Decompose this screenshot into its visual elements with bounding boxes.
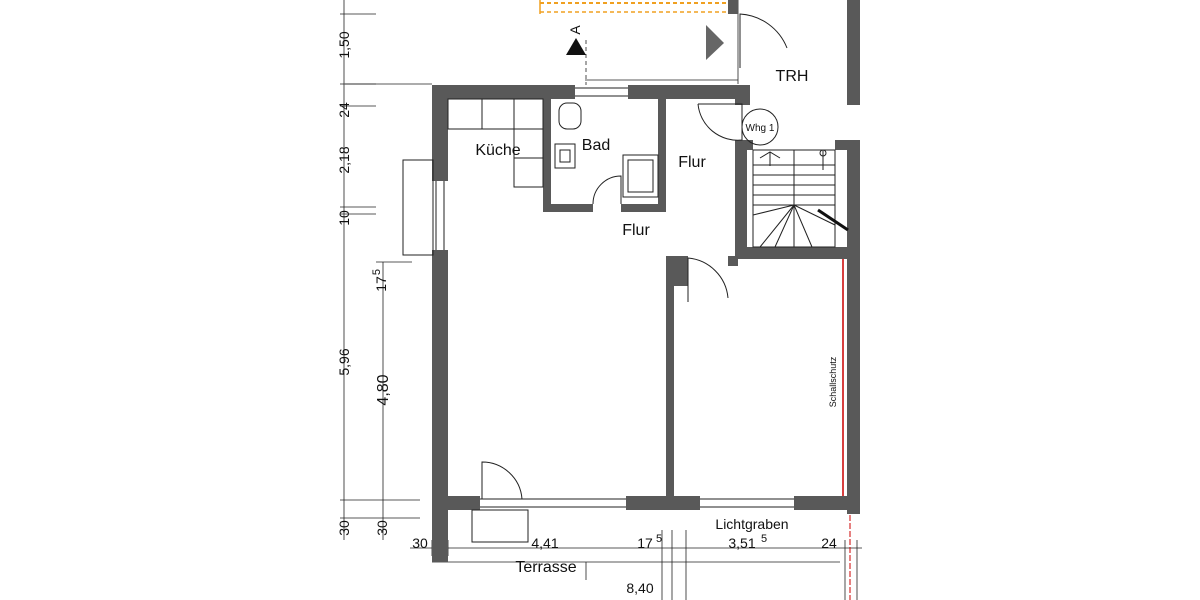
context-lines <box>345 0 840 563</box>
dim-bottom-441: 4,41 <box>531 535 558 551</box>
bay-window <box>402 159 434 256</box>
dim-left-150: 1,50 <box>336 31 352 58</box>
dim-bottom-24: 24 <box>821 535 837 551</box>
bottom-dimension-chain <box>410 530 862 600</box>
dim-left-175: 17 <box>373 276 389 292</box>
dim-bottom-30: 30 <box>412 535 428 551</box>
room-light-well: Lichtgraben <box>715 516 788 532</box>
terrace-step <box>471 509 529 543</box>
windows <box>435 87 794 508</box>
doors <box>481 13 788 500</box>
unit-badge-label: Whg 1 <box>746 123 775 134</box>
room-stairwell: TRH <box>776 68 809 85</box>
dim-left-24: 24 <box>336 102 352 118</box>
room-hall-lower: Flur <box>622 222 650 239</box>
dim-left-10: 10 <box>336 210 352 226</box>
soundproof-lines <box>842 258 851 600</box>
dim-bottom-175: 17 <box>637 535 653 551</box>
walls <box>432 0 860 562</box>
section-hatch <box>539 0 728 14</box>
dim-bottom-175-sup: 5 <box>656 533 662 545</box>
room-terrace: Terrasse <box>515 559 576 576</box>
left-dimension-chain <box>340 0 420 540</box>
dim-bottom-840: 8,40 <box>626 580 653 596</box>
section-marker: A <box>566 25 587 85</box>
section-marker-label: A <box>567 25 583 35</box>
dim-left-218: 2,18 <box>336 146 352 173</box>
room-kitchen: Küche <box>475 142 520 159</box>
dim-left-30-a: 30 <box>336 520 352 536</box>
unit-badge: Whg 1 <box>741 108 779 146</box>
dim-left-480: 4,80 <box>375 374 392 405</box>
dim-left-30-b: 30 <box>374 520 390 536</box>
dim-left-596: 5,96 <box>336 348 352 375</box>
soundproofing-label: Schallschutz <box>828 356 838 407</box>
dim-left-175-sup: 5 <box>371 269 383 275</box>
room-bath: Bad <box>582 137 610 154</box>
room-hall-upper: Flur <box>678 154 706 171</box>
dim-bottom-3515: 3,51 <box>728 535 755 551</box>
room-labels: Küche Bad Flur Flur TRH Terrasse Lichtgr… <box>475 68 838 576</box>
kitchen-counter <box>447 98 544 188</box>
staircase <box>752 149 849 248</box>
bath-fixtures <box>554 102 659 205</box>
direction-triangle <box>706 25 724 60</box>
left-dimension-labels: 1,50 24 2,18 10 5,96 17 5 4,80 30 30 <box>336 31 392 536</box>
bottom-dimension-labels: 30 4,41 17 5 3,51 5 24 8,40 <box>412 533 837 596</box>
dim-bottom-3515-sup: 5 <box>761 533 767 545</box>
